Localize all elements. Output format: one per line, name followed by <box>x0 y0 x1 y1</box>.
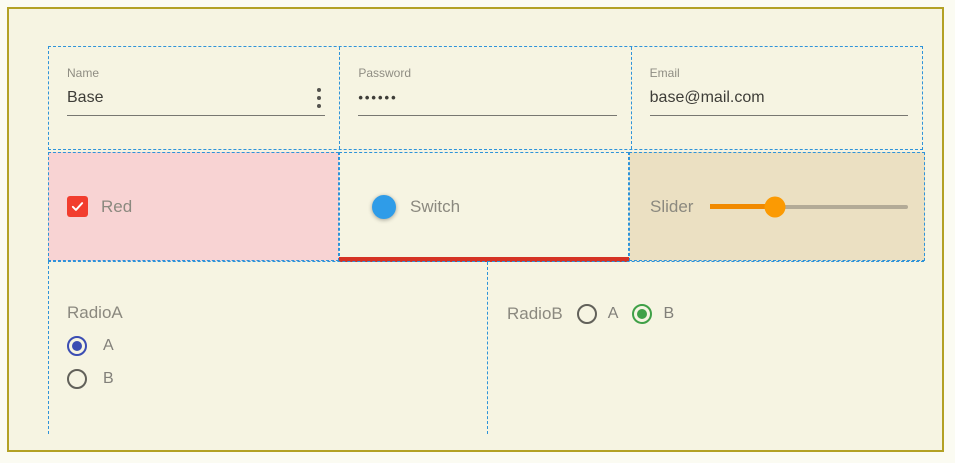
form-fields-row: Name Base Password •••••• Email base@mai… <box>48 46 923 150</box>
name-field-cell: Name Base <box>49 47 339 149</box>
radio-b-a-label: A <box>607 305 619 322</box>
password-input-value: •••••• <box>358 90 398 105</box>
radio-b-b-label: B <box>663 305 675 322</box>
radio-option-a-a[interactable]: A <box>67 336 123 356</box>
radio-b-b-button[interactable] <box>632 304 653 324</box>
red-checkbox[interactable] <box>67 196 88 217</box>
radio-a-b-button[interactable] <box>67 369 87 389</box>
switch-toggle[interactable] <box>357 194 396 219</box>
radio-option-a-b[interactable]: B <box>67 369 123 389</box>
radio-a-b-label: B <box>103 370 114 387</box>
error-indicator-bar <box>339 257 629 262</box>
slider-thumb[interactable] <box>764 196 786 217</box>
radio-group-b: RadioB A B <box>507 304 674 324</box>
email-input-value: base@mail.com <box>649 88 765 106</box>
kebab-menu-icon[interactable] <box>313 86 325 110</box>
radio-group-a: RadioA A B <box>67 303 123 389</box>
email-input[interactable]: base@mail.com <box>649 86 908 116</box>
password-input[interactable]: •••••• <box>358 86 617 116</box>
checkmark-icon <box>71 202 84 211</box>
switch-cell: Switch <box>339 152 629 262</box>
password-field-label: Password <box>358 66 412 80</box>
name-input-value: Base <box>67 88 104 106</box>
password-field-cell: Password •••••• <box>339 47 630 149</box>
name-input[interactable]: Base <box>67 86 326 116</box>
slider-track[interactable] <box>710 196 908 217</box>
checkbox-cell: Red <box>48 152 339 261</box>
radio-group-a-label: RadioA <box>67 303 123 322</box>
layout-guide-divider <box>487 262 488 434</box>
radio-row: RadioA A B RadioB A B <box>48 261 924 434</box>
email-field-cell: Email base@mail.com <box>630 47 922 149</box>
canvas: Name Base Password •••••• Email base@mai… <box>7 7 944 452</box>
slider-label: Slider <box>650 196 694 216</box>
switch-thumb <box>372 194 396 219</box>
slider-active-track <box>710 203 775 209</box>
radio-a-a-button[interactable] <box>67 336 87 356</box>
switch-label: Switch <box>410 196 461 216</box>
checkbox-label: Red <box>101 196 133 216</box>
slider-cell: Slider <box>629 152 925 261</box>
name-field-label: Name <box>67 66 100 80</box>
radio-a-a-label: A <box>103 337 114 354</box>
email-field-label: Email <box>649 66 680 80</box>
radio-b-a-button[interactable] <box>576 304 597 324</box>
radio-group-b-label: RadioB <box>507 304 563 323</box>
